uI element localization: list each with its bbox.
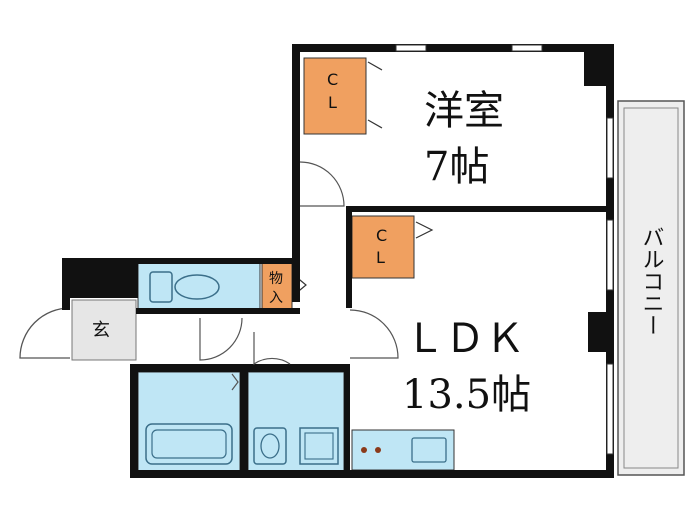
balcony-area — [617, 100, 685, 476]
wall-entry-top — [62, 258, 300, 264]
door-toilet — [199, 317, 243, 361]
ldk-name: ＬＤＫ — [405, 316, 525, 362]
room-labels: 洋室 7帖 ＬＤＫ 13.5帖 — [402, 88, 531, 418]
closet-2-door — [415, 221, 434, 239]
wall-wet-left — [130, 364, 138, 476]
kitchen-sink — [411, 437, 447, 463]
toilet-room — [137, 261, 261, 311]
kitchen — [351, 429, 455, 471]
washing-machine — [299, 427, 339, 465]
wall-entry-left — [62, 258, 70, 310]
door-ldk — [349, 309, 399, 359]
windows — [395, 44, 614, 455]
wall-entry-top-block — [62, 258, 138, 298]
washroom — [247, 371, 345, 473]
closet-1: C L — [303, 57, 383, 135]
closet-2-c: C — [376, 226, 387, 245]
closet-1-box — [303, 57, 367, 135]
window-top-2 — [511, 44, 543, 52]
toilet-tank — [149, 271, 173, 303]
balcony-label: バルコニー — [639, 226, 664, 336]
closet-2-l: L — [376, 248, 385, 267]
bathroom — [137, 371, 241, 473]
window-right-bedroom — [606, 117, 614, 179]
western-room-size: 7帖 — [424, 144, 489, 190]
bathtub-inner — [151, 429, 227, 459]
window-right-ldk-1 — [606, 219, 614, 291]
pillar-mid-right — [588, 312, 614, 352]
washbasin — [253, 427, 287, 465]
closet-2: C L — [351, 215, 434, 279]
closet-1-door — [367, 61, 383, 129]
storage-line2: 入 — [269, 290, 283, 306]
entrance: 玄 — [19, 299, 137, 361]
stove-burner-2 — [375, 447, 381, 453]
pillar-top-right — [584, 44, 614, 86]
wall-wet-top — [130, 364, 350, 372]
closet-1-c: C — [327, 70, 338, 89]
balcony-inner-edge — [623, 107, 679, 469]
bathtub — [145, 423, 233, 465]
washbasin-bowl — [260, 433, 280, 459]
door-bedroom — [299, 161, 345, 207]
wall-bath-wash — [240, 372, 248, 472]
washing-machine-inner — [304, 432, 334, 460]
interior-doors — [199, 161, 399, 391]
wall-left-bedroom — [292, 44, 300, 302]
balcony: バルコニー — [617, 100, 685, 476]
wall-bedroom-ldk — [346, 206, 614, 212]
entrance-door-swing — [19, 307, 71, 359]
storage-line1: 物 — [269, 271, 283, 287]
stove-burner-1 — [361, 447, 367, 453]
wall-ldk-left — [346, 206, 352, 308]
entrance-floor — [71, 299, 137, 361]
window-right-ldk-2 — [606, 363, 614, 455]
closet-1-l: L — [328, 93, 337, 112]
wall-top — [292, 44, 614, 52]
door-bath — [231, 373, 239, 391]
ldk-size: 13.5帖 — [402, 372, 531, 418]
wall-toilet-bottom — [136, 308, 300, 314]
window-top-1 — [395, 44, 427, 52]
wall-ldk-left-lower — [344, 366, 350, 476]
wall-bottom — [130, 470, 614, 478]
western-room-name: 洋室 — [424, 88, 504, 134]
entrance-label: 玄 — [92, 320, 110, 341]
door-washroom — [253, 332, 291, 366]
toilet-bowl — [174, 274, 220, 300]
